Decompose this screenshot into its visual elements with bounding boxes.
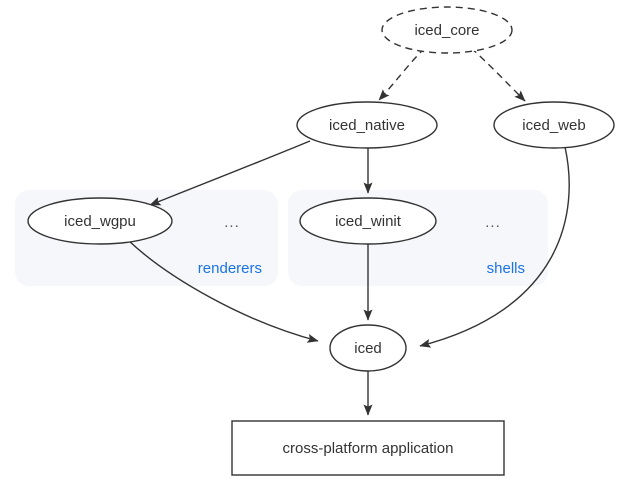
node-iced-web-shape[interactable] <box>493 101 615 149</box>
node-iced-native[interactable]: iced_native <box>296 101 438 149</box>
node-iced-wgpu-label: iced_wgpu <box>64 213 136 230</box>
node-iced-winit-label: iced_winit <box>335 213 402 230</box>
cluster-shells-label: shells <box>487 260 525 277</box>
node-iced-wgpu[interactable]: iced_wgpu <box>27 197 173 245</box>
edge-web-to-iced <box>419 146 570 348</box>
cluster-renderers-label: renderers <box>198 260 262 277</box>
shells-more-ellipsis: ... <box>485 214 501 231</box>
node-iced-native-shape[interactable] <box>296 101 438 149</box>
node-iced[interactable]: iced <box>329 324 407 372</box>
node-cross-platform-application[interactable]: cross-platform application <box>231 420 505 476</box>
node-app-shape[interactable] <box>231 420 505 476</box>
node-iced-web-label: iced_web <box>522 117 585 134</box>
node-iced-wgpu-shape[interactable] <box>27 197 173 245</box>
edge-wgpu-to-iced <box>127 239 319 343</box>
node-iced-shape[interactable] <box>329 324 407 372</box>
node-iced-winit-shape[interactable] <box>299 197 437 245</box>
node-iced-core[interactable]: iced_core <box>381 6 513 54</box>
renderers-more-ellipsis: ... <box>224 214 240 231</box>
node-iced-winit[interactable]: iced_winit <box>299 197 437 245</box>
edge-core-to-web <box>470 47 526 102</box>
edge-core-to-native <box>378 47 426 101</box>
node-iced-label: iced <box>354 340 382 357</box>
node-iced-core-shape[interactable] <box>381 6 513 54</box>
node-iced-native-label: iced_native <box>329 117 405 134</box>
node-iced-core-label: iced_core <box>414 22 479 39</box>
node-app-label: cross-platform application <box>283 440 454 457</box>
node-iced-web[interactable]: iced_web <box>493 101 615 149</box>
edge-native-to-wgpu <box>149 140 311 206</box>
